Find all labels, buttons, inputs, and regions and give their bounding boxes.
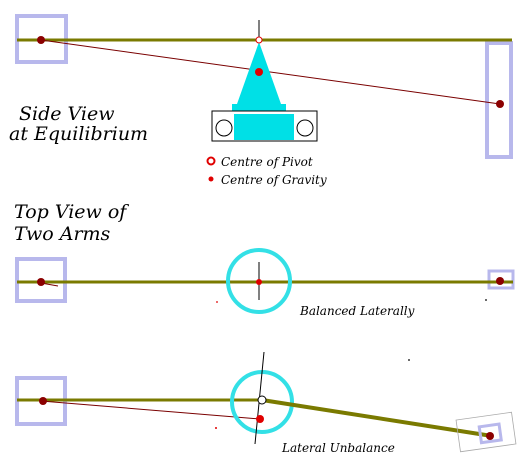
stray-dot: [216, 301, 218, 303]
legend-pivot-label: Centre of Pivot: [221, 155, 313, 169]
balanced-right-mass-dot: [496, 277, 504, 285]
left-wheel: [215, 119, 233, 137]
unbalance-label: Lateral Unbalance: [281, 441, 395, 455]
balanced-pivot-ring: [226, 248, 292, 314]
stray-dot: [215, 427, 217, 429]
top-view-heading-line2: Two Arms: [14, 223, 111, 245]
pivot-point: [255, 36, 263, 44]
unbalanced-gravity-point: [256, 415, 264, 423]
balanced-gravity-point: [256, 279, 262, 285]
balanced-left-mass-dot: [37, 278, 45, 286]
balanced-left-weight-box: [15, 257, 67, 303]
unbalanced-right-arm: [261, 398, 493, 438]
stray-dot: [485, 299, 487, 301]
balanced-label: Balanced Laterally: [299, 304, 415, 318]
support-upper-block: [232, 104, 286, 114]
legend-gravity-label: Centre of Gravity: [221, 173, 327, 187]
right-weight-outer-frame: [455, 411, 517, 453]
right-weight-box: [485, 41, 513, 159]
top-view-heading-line1: Top View of: [14, 201, 129, 223]
balanced-right-weight-box: [487, 269, 515, 290]
right-weight-inner-box: [477, 422, 503, 445]
side-view-heading-line2: at Equilibrium: [9, 123, 148, 145]
top-view-unbalanced: [15, 351, 517, 453]
unbalanced-right-weight-box: [455, 411, 517, 453]
stray-dot: [408, 359, 410, 361]
gravity-point: [255, 68, 263, 76]
right-mass-dot: [496, 100, 504, 108]
unbalanced-pivot-point: [257, 395, 267, 405]
left-mass-dot: [37, 36, 45, 44]
legend-gravity-icon: [208, 176, 214, 182]
unbalanced-tie-line: [40, 400, 261, 420]
side-view: [15, 14, 513, 159]
support-base-fill: [234, 114, 294, 140]
legend: Centre of Pivot Centre of Gravity: [206, 155, 327, 187]
tilted-arm-line: [40, 39, 501, 105]
legend-pivot-icon: [206, 156, 216, 166]
unbalanced-left-mass-dot: [39, 397, 47, 405]
top-view-balanced: [15, 248, 515, 361]
unbalanced-right-mass-dot: [486, 432, 494, 440]
right-wheel: [296, 119, 314, 137]
side-view-heading-line1: Side View: [19, 103, 115, 125]
